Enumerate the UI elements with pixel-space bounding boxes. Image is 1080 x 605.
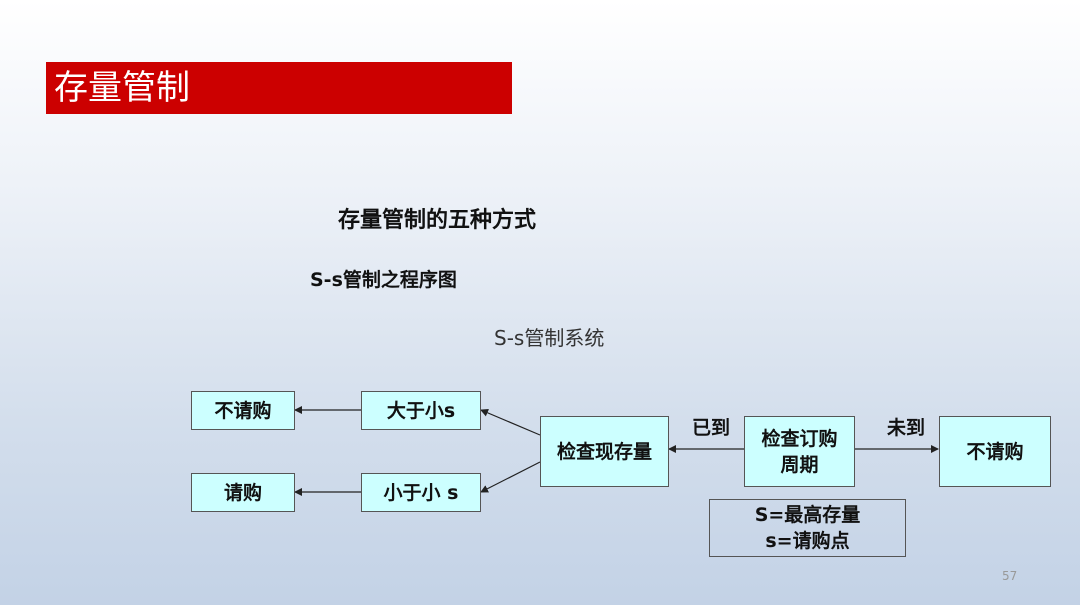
page-number: 57 xyxy=(1002,569,1018,583)
legend-max-stock: S=最高存量 xyxy=(754,504,861,526)
box-label-line-2: 周期 xyxy=(780,453,819,476)
box-order: 请购 xyxy=(191,473,295,512)
section-subheading: S-s管制之程序图 xyxy=(310,269,457,291)
box-no-order-right: 不请购 xyxy=(939,416,1051,487)
edge-label-not-arrived: 未到 xyxy=(887,417,926,439)
box-label: 不请购 xyxy=(966,440,1024,463)
legend-box: S=最高存量 s=请购点 xyxy=(709,499,906,557)
slide-title: 存量管制 xyxy=(54,68,190,108)
arrow-inventory-to-greater xyxy=(480,409,541,436)
box-greater-than-s: 大于小s xyxy=(361,391,481,430)
section-heading: 存量管制的五种方式 xyxy=(338,208,537,233)
legend-reorder-point: s=请购点 xyxy=(765,530,850,552)
box-label: 小于小 s xyxy=(383,481,459,504)
box-label: 请购 xyxy=(223,481,262,504)
box-check-inventory: 检查现存量 xyxy=(540,416,669,487)
arrow-inventory-to-less xyxy=(480,461,541,493)
box-label: 不请购 xyxy=(214,399,272,422)
title-bar: 存量管制 xyxy=(46,62,512,114)
box-check-cycle: 检查订购 周期 xyxy=(744,416,855,487)
box-label-line-1: 检查订购 xyxy=(761,427,838,450)
edge-label-arrived: 已到 xyxy=(692,417,731,439)
box-no-order-left: 不请购 xyxy=(191,391,295,430)
box-label: 检查现存量 xyxy=(556,440,652,463)
system-label: S-s管制系统 xyxy=(494,326,605,350)
box-label: 大于小s xyxy=(386,399,456,422)
box-less-than-s: 小于小 s xyxy=(361,473,481,512)
